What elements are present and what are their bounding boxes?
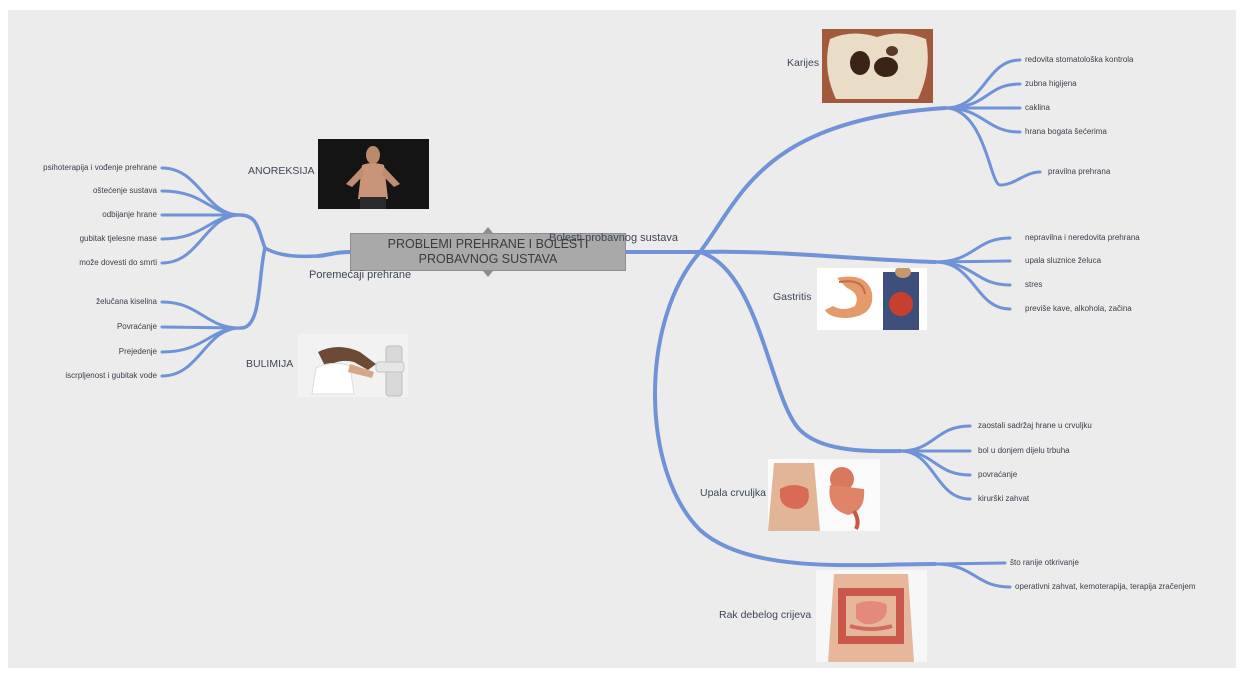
collapse-up-icon[interactable] [483,227,493,233]
link-to-gastritis-hub [698,249,937,264]
topic-upala-crvuljka[interactable]: Upala crvuljka [700,487,766,499]
karijes-item[interactable]: caklina [1025,103,1050,112]
gastritis-image [817,268,927,330]
upala-item[interactable]: povraćanje [978,470,1018,479]
topic-karijes[interactable]: Karijes [787,57,820,69]
karijes-item[interactable]: hrana bogata šećerima [1025,127,1107,136]
link-center-left [316,250,352,258]
anoreksija-item[interactable]: psihoterapija i vođenje prehrane [43,163,157,172]
upala-crvuljka-image [768,459,880,531]
karijes-item[interactable]: zubna higijena [1025,79,1077,88]
gastritis-item[interactable]: stres [1025,280,1043,289]
upala-item[interactable]: kirurški zahvat [978,494,1030,503]
link-to-karijes-hub [698,106,947,254]
anoreksija-item[interactable]: gubitak tjelesne mase [79,234,157,243]
anoreksija-image [318,139,429,209]
anoreksija-item[interactable]: oštećenje sustava [92,186,157,195]
topic-anoreksija[interactable]: ANOREKSIJA [248,165,315,177]
rak-debelog-crijeva-image [816,570,927,662]
rak-item[interactable]: što ranije otkrivanje [1010,558,1079,567]
branch-poremecaji-prehrane[interactable]: Poremećaji prehrane [309,269,412,281]
link-to-bulimija-hub [238,246,267,330]
rak-item[interactable]: operativni zahvat, kemoterapija, terapij… [1015,582,1196,591]
collapse-down-icon[interactable] [483,271,493,277]
bulimija-item[interactable]: želučana kiselina [96,297,157,306]
gastritis-item[interactable]: nepravilna i neredovita prehrana [1025,233,1140,242]
topic-bulimija[interactable]: BULIMIJA [246,358,294,370]
link-to-rak-hub [653,250,937,568]
bulimija-image [298,334,408,397]
karijes-image [822,29,933,103]
upala-item[interactable]: bol u donjem dijelu trbuha [978,446,1070,455]
link-left-main [263,246,320,259]
bulimija-item[interactable]: Prejedenje [118,347,157,356]
branch-bolesti-probavnog-sustava[interactable]: Bolesti probavnog sustava [549,232,679,244]
gastritis-item[interactable]: previše kave, alkohola, začina [1025,304,1132,313]
central-topic-line1: PROBLEMI PREHRANE I BOLESTI [387,237,589,251]
gastritis-item[interactable]: upala sluznice želuca [1025,256,1102,265]
bulimija-item[interactable]: iscrpljenost i gubitak vode [65,371,157,380]
upala-item[interactable]: zaostali sadržaj hrane u crvuljku [978,421,1092,430]
anoreksija-item[interactable]: može dovesti do smrti [79,258,157,267]
karijes-item[interactable]: pravilna prehrana [1048,167,1111,176]
topic-rak-debelog-crijeva[interactable]: Rak debelog crijeva [719,609,812,621]
karijes-item[interactable]: redovita stomatološka kontrola [1025,55,1134,64]
bulimija-item[interactable]: Povraćanje [116,322,157,331]
anoreksija-item[interactable]: odbijanje hrane [102,210,157,219]
central-topic-line2: PROBAVNOG SUSTAVA [418,252,558,266]
topic-gastritis[interactable]: Gastritis [773,291,812,303]
link-to-anoreksija-hub [238,213,267,250]
link-to-upala-hub [698,250,902,454]
central-topic[interactable]: PROBLEMI PREHRANE I BOLESTI PROBAVNOG SU… [350,233,626,271]
